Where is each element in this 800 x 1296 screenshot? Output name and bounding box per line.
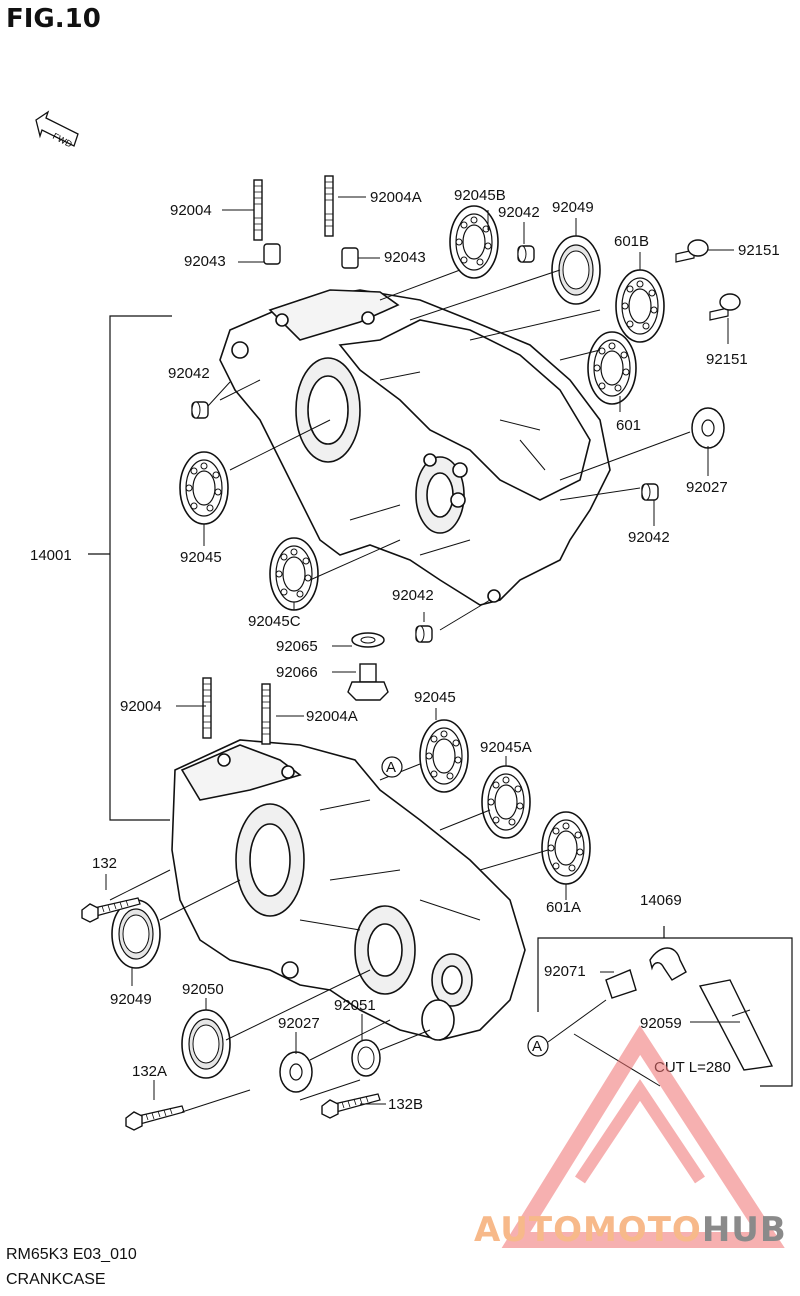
- label-92042-top: 92042: [498, 204, 540, 221]
- washer-92027-bot: [279, 1051, 313, 1093]
- dowel-92042-mid: [415, 625, 433, 643]
- label-132A: 132A: [132, 1063, 167, 1080]
- guide-lines: [109, 269, 691, 1113]
- bearing-601B: [615, 269, 665, 343]
- lower-crankcase: [171, 739, 526, 1041]
- ref-a-circle-1: A: [381, 756, 403, 778]
- svg-text:A: A: [386, 759, 396, 776]
- label-92004A-bot: 92004A: [306, 708, 358, 725]
- label-92066: 92066: [276, 664, 318, 681]
- label-92049-bot: 92049: [110, 991, 152, 1008]
- fwd-arrow-icon: FWD: [35, 110, 79, 150]
- seal-92050: [181, 1009, 231, 1079]
- label-601: 601: [616, 417, 641, 434]
- label-92042-mid: 92042: [392, 587, 434, 604]
- label-cut-length: CUT L=280: [654, 1059, 731, 1076]
- screw-92151-b: [709, 293, 741, 321]
- label-92045B: 92045B: [454, 187, 506, 204]
- bearing-92045C: [269, 537, 319, 611]
- diagram-code: RM65K3 E03_010: [6, 1246, 137, 1263]
- label-92071: 92071: [544, 963, 586, 980]
- label-14001: 14001: [30, 547, 72, 564]
- label-92027-bot: 92027: [278, 1015, 320, 1032]
- breather-assembly-14069: [537, 926, 793, 1087]
- stud-92004A-bot: [261, 683, 271, 745]
- plug-92066: [347, 663, 389, 701]
- stud-92004A-top: [324, 175, 334, 237]
- washer-92027-right: [691, 407, 725, 449]
- label-92043-right: 92043: [384, 249, 426, 266]
- label-92004A-top: 92004A: [370, 189, 422, 206]
- leader-lines: [105, 196, 740, 1105]
- label-92045-bot: 92045: [414, 689, 456, 706]
- label-92059: 92059: [640, 1015, 682, 1032]
- label-92049-top: 92049: [552, 199, 594, 216]
- label-92043-left: 92043: [184, 253, 226, 270]
- bearing-92045B: [449, 205, 499, 279]
- screw-92151-a: [675, 239, 709, 263]
- ref-a-circle-2: A: [527, 1035, 549, 1057]
- label-132: 132: [92, 855, 117, 872]
- label-92027-right: 92027: [686, 479, 728, 496]
- bearing-92045A: [481, 765, 531, 839]
- stud-92004-bot: [202, 677, 212, 739]
- label-92042-left: 92042: [168, 365, 210, 382]
- label-92050: 92050: [182, 981, 224, 998]
- bearing-601A: [541, 811, 591, 885]
- ring-92051: [351, 1039, 381, 1077]
- part-labels: 92004 92004A 92045B 92042 92049 601B 921…: [30, 187, 780, 1113]
- bearing-92045-bot: [419, 719, 469, 793]
- stud-92004-top: [253, 179, 263, 241]
- label-92065: 92065: [276, 638, 318, 655]
- label-92045A: 92045A: [480, 739, 532, 756]
- watermark-text: AUTOMOTOHUB: [474, 1210, 787, 1250]
- label-92045-left: 92045: [180, 549, 222, 566]
- label-92042-right: 92042: [628, 529, 670, 546]
- label-132B: 132B: [388, 1096, 423, 1113]
- bearing-92045-left: [179, 451, 229, 525]
- svg-text:A: A: [532, 1038, 542, 1055]
- bolt-132B: [321, 1093, 381, 1119]
- bolt-132A: [125, 1105, 185, 1131]
- dowel-92042-right: [641, 483, 659, 501]
- label-92045C: 92045C: [248, 613, 301, 630]
- label-92051: 92051: [334, 997, 376, 1014]
- upper-crankcase: [219, 289, 611, 606]
- washer-92065: [351, 632, 385, 648]
- label-92151-b: 92151: [706, 351, 748, 368]
- dowel-92042-top: [517, 245, 535, 263]
- label-92004-bot: 92004: [120, 698, 162, 715]
- watermark-logo-icon: [501, 1025, 785, 1248]
- bracket-14001: [88, 315, 172, 821]
- figure-title: FIG.10: [6, 4, 101, 34]
- bearing-601: [587, 331, 637, 405]
- sleeve-92043-left: [263, 243, 281, 265]
- diagram-name: CRANKCASE: [6, 1271, 106, 1288]
- label-601A: 601A: [546, 899, 581, 916]
- sleeve-92043-right: [341, 247, 359, 269]
- label-601B: 601B: [614, 233, 649, 250]
- dowel-92042-left: [191, 401, 209, 419]
- label-92151-a: 92151: [738, 242, 780, 259]
- label-92004-top: 92004: [170, 202, 212, 219]
- label-14069: 14069: [640, 892, 682, 909]
